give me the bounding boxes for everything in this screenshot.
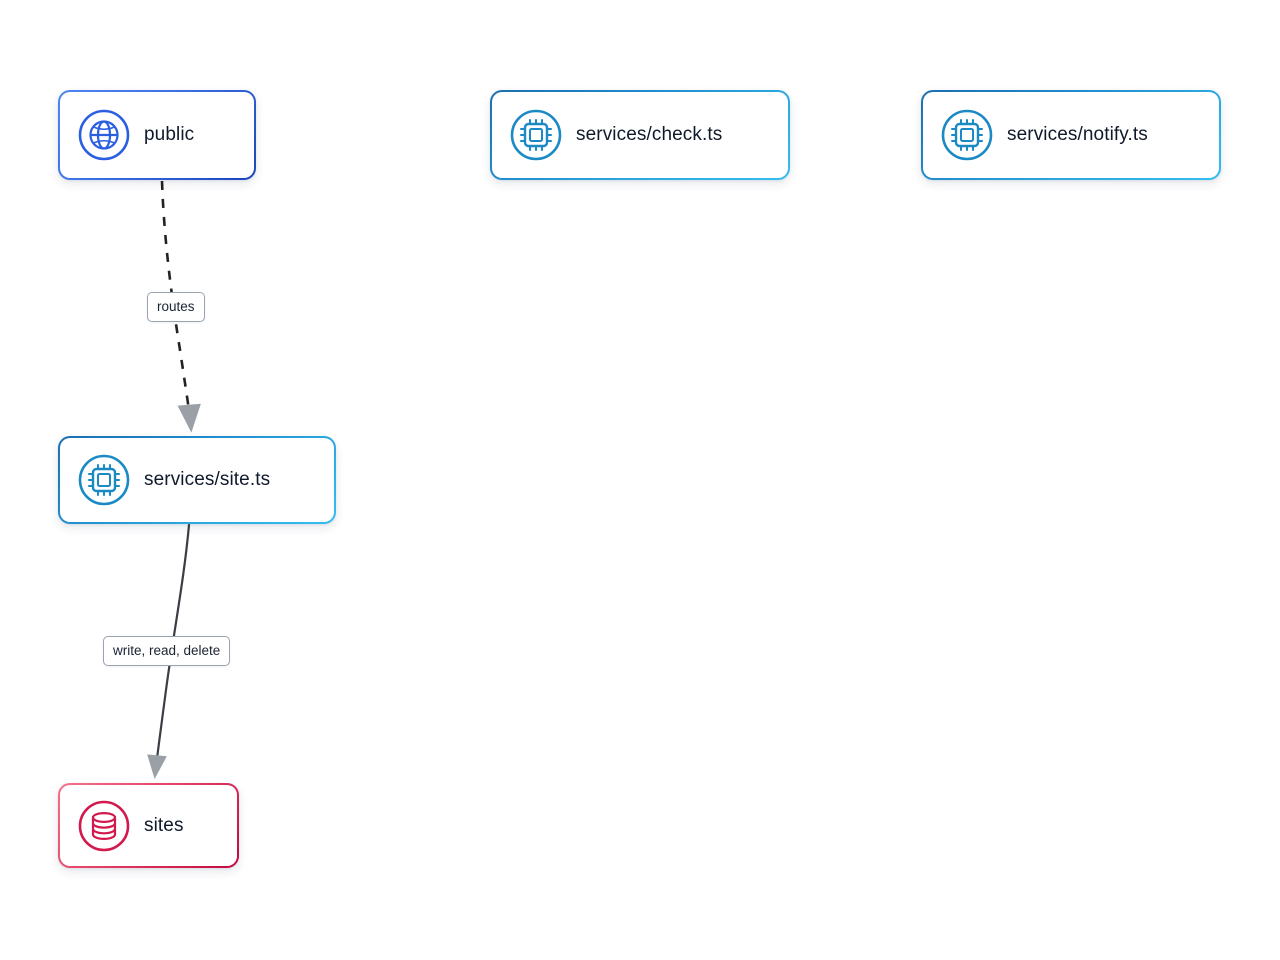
node-public-inner: public (60, 92, 254, 178)
node-services-notify-ts-label: services/notify.ts (1007, 124, 1148, 145)
node-services-site-ts[interactable]: services/site.ts (58, 436, 336, 524)
node-services-check-ts-inner: services/check.ts (492, 92, 788, 178)
node-services-notify-ts-inner: services/notify.ts (923, 92, 1219, 178)
node-sites[interactable]: sites (58, 783, 239, 868)
chip-icon (941, 109, 993, 161)
edge-label-routes[interactable]: routes (147, 292, 205, 322)
globe-icon (78, 109, 130, 161)
chip-icon (78, 454, 130, 506)
database-icon (78, 800, 130, 851)
node-services-check-ts-label: services/check.ts (576, 124, 723, 145)
node-services-site-ts-label: services/site.ts (144, 469, 271, 490)
node-services-notify-ts[interactable]: services/notify.ts (921, 90, 1221, 180)
node-services-site-ts-inner: services/site.ts (60, 438, 334, 522)
node-services-check-ts[interactable]: services/check.ts (490, 90, 790, 180)
node-public[interactable]: public (58, 90, 256, 180)
node-public-label: public (144, 124, 195, 145)
edge-label-write-read-delete[interactable]: write, read, delete (103, 636, 231, 666)
node-sites-label: sites (144, 814, 184, 836)
node-sites-inner: sites (60, 785, 237, 866)
chip-icon (510, 109, 562, 161)
